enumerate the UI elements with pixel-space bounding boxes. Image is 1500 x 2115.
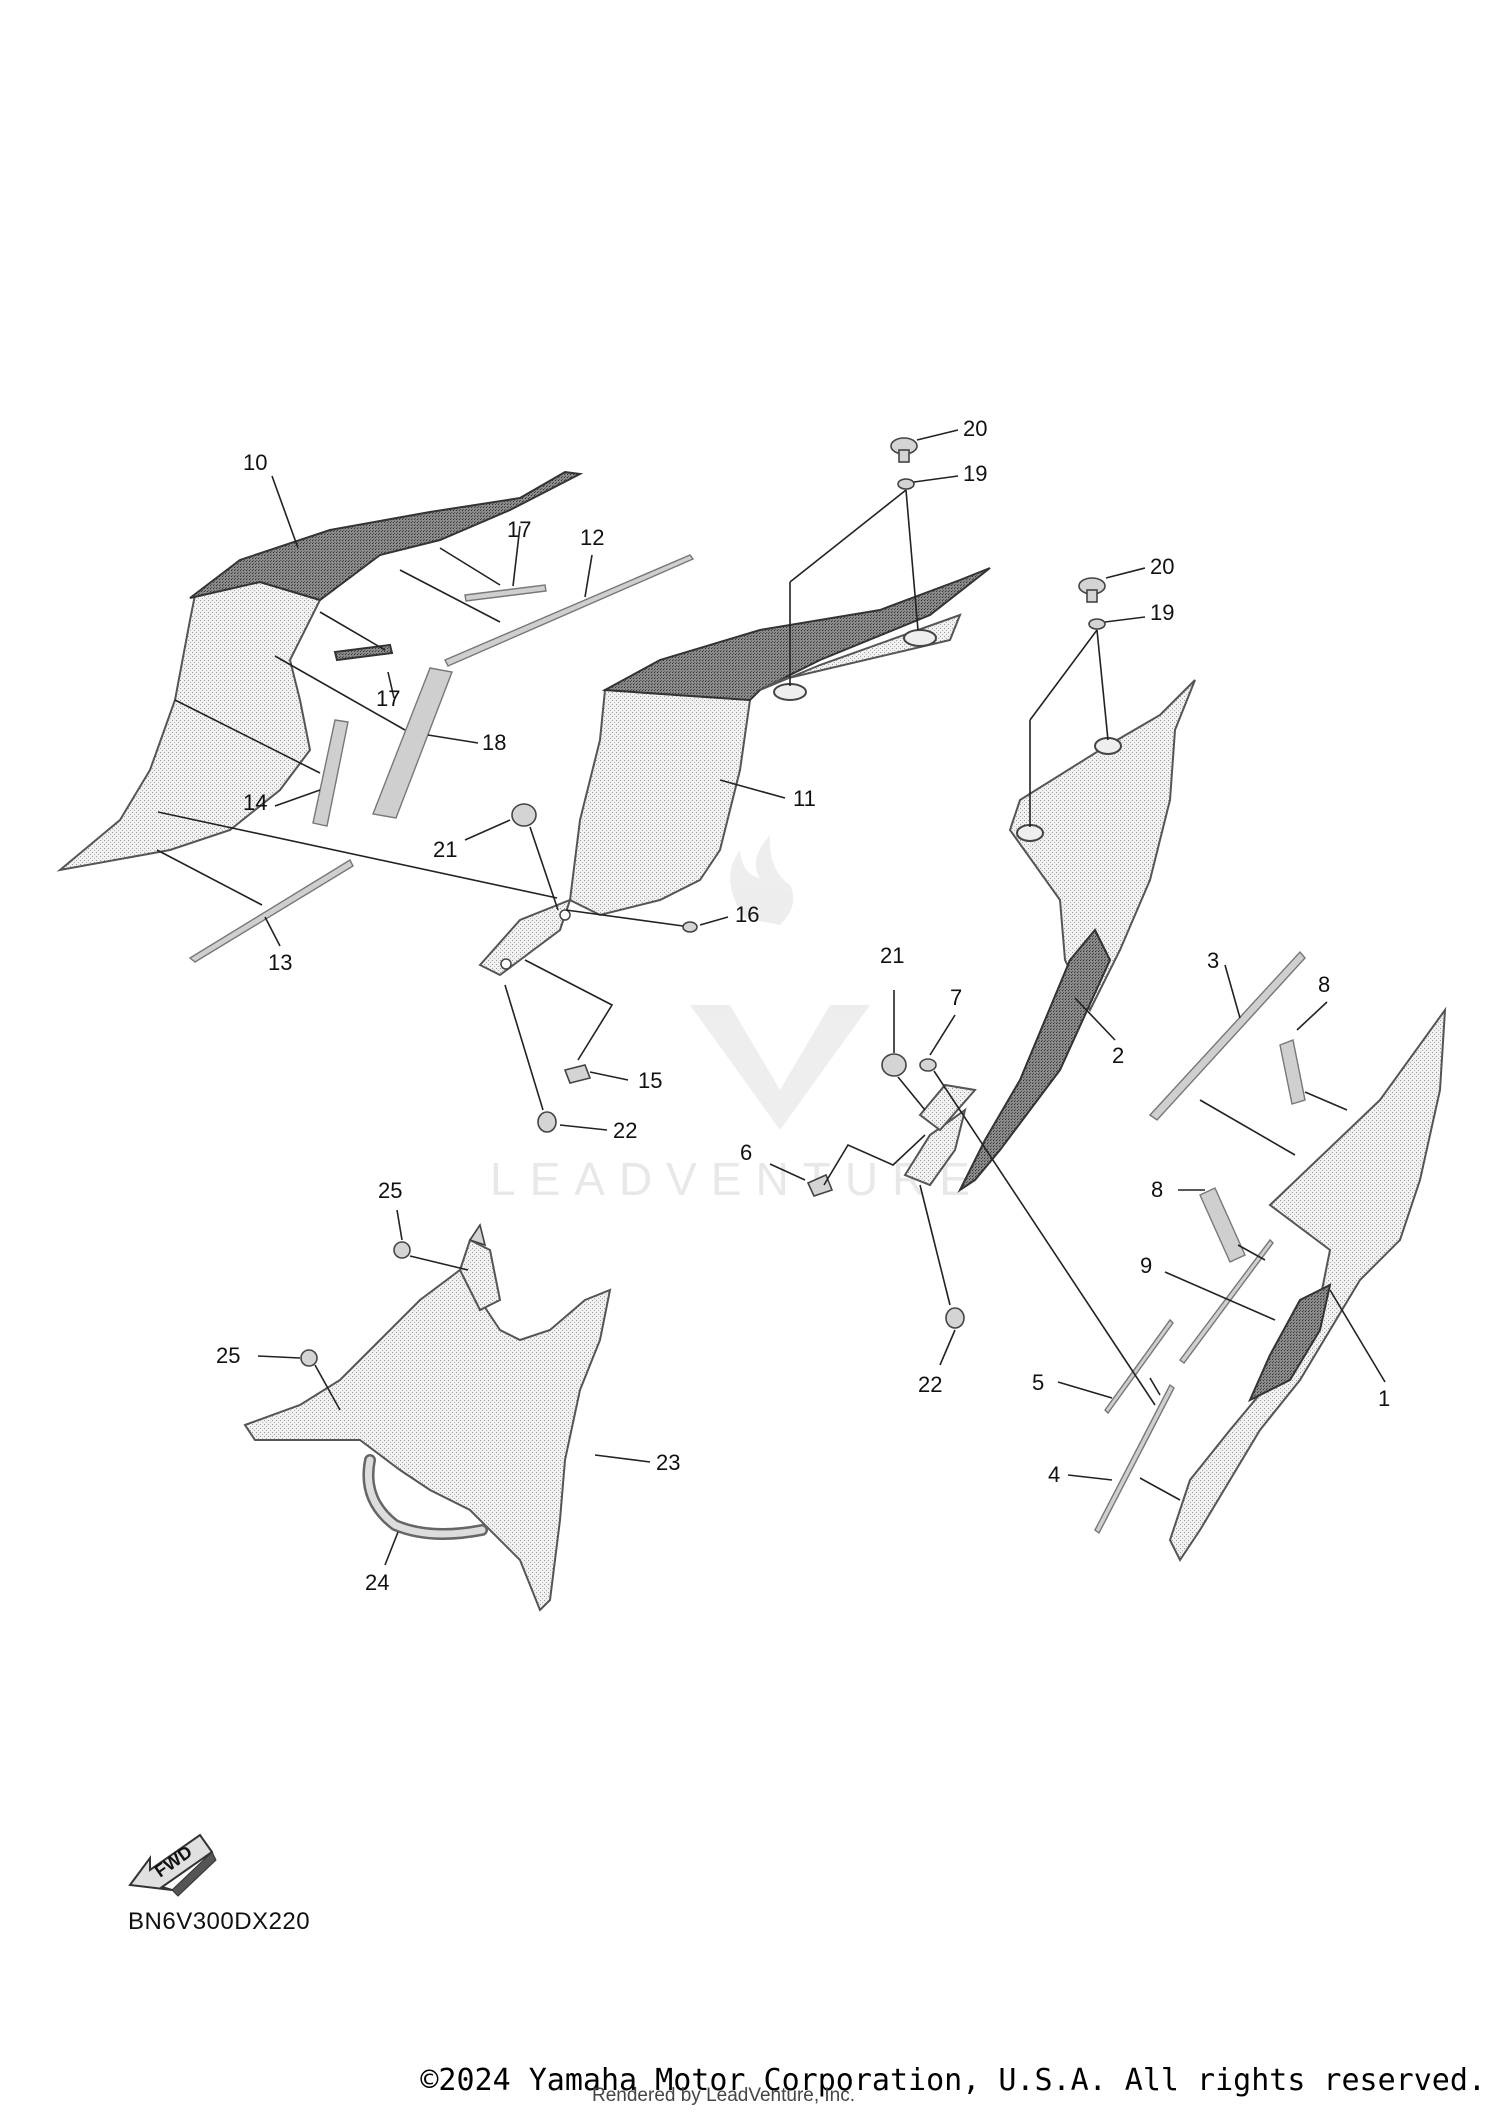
callout-numbers: 10 17 12 17 18 14 13 11 20 19 20 19 21 1… <box>216 416 1390 1595</box>
callout-20-upper: 20 <box>963 416 987 441</box>
part-2-inner-panel <box>903 679 1196 1193</box>
callout-8-lower: 8 <box>1151 1177 1163 1202</box>
callout-17-lower: 17 <box>376 686 400 711</box>
part-12-strip <box>444 554 695 667</box>
part-8-strip-lower <box>1199 1187 1246 1263</box>
callout-9: 9 <box>1140 1253 1152 1278</box>
diagram-code: BN6V300DX220 <box>128 1908 311 1935</box>
part-13-strip <box>188 859 354 963</box>
callout-19-upper: 19 <box>963 461 987 486</box>
fastener-25-upper <box>393 1241 411 1259</box>
part-8-strip-upper <box>1279 1039 1306 1105</box>
callout-8-upper: 8 <box>1318 972 1330 997</box>
nut-22-left <box>537 1111 557 1133</box>
callout-25-upper: 25 <box>378 1178 402 1203</box>
callout-3: 3 <box>1207 948 1219 973</box>
part-11-cowl <box>478 567 991 977</box>
fastener-25-left <box>300 1349 318 1367</box>
washer-19-right <box>1088 618 1106 630</box>
part-5-strip <box>1104 1318 1174 1415</box>
callout-2: 2 <box>1112 1043 1124 1068</box>
part-9-strip <box>1179 1238 1274 1364</box>
callout-6: 6 <box>740 1140 752 1165</box>
part-17-pad-upper <box>464 584 547 602</box>
callout-22-right: 22 <box>918 1372 942 1397</box>
callout-17-upper: 17 <box>507 517 531 542</box>
watermark-brand-text: LEADVENTURE <box>490 1153 984 1205</box>
callout-24: 24 <box>365 1570 389 1595</box>
callout-4: 4 <box>1048 1462 1060 1487</box>
rivet-21-right <box>881 1053 907 1077</box>
part-3-strip <box>1148 950 1306 1121</box>
copyright-notice: ©2024 Yamaha Motor Corporation, U.S.A. A… <box>420 2063 1486 2098</box>
callout-22-left: 22 <box>613 1118 637 1143</box>
grommet-15 <box>563 1064 592 1084</box>
part-10-left-cowl <box>56 470 584 872</box>
leader-lines <box>156 429 1386 1566</box>
callout-23: 23 <box>656 1450 680 1475</box>
callout-10: 10 <box>243 450 267 475</box>
flame-icon <box>730 835 794 925</box>
part-4-strip <box>1094 1383 1175 1535</box>
clip-16 <box>682 921 698 933</box>
callout-20-right: 20 <box>1150 554 1174 579</box>
callout-21-left: 21 <box>433 837 457 862</box>
callout-16: 16 <box>735 902 759 927</box>
callout-5: 5 <box>1032 1370 1044 1395</box>
part-1-side-cowl <box>1168 1006 1447 1562</box>
callout-14: 14 <box>243 790 267 815</box>
v-logo-icon <box>690 1005 870 1130</box>
callout-15: 15 <box>638 1068 662 1093</box>
rivet-21-left <box>511 803 537 827</box>
nut-22-right <box>945 1307 965 1329</box>
fwd-arrow-icon: FWD <box>128 1833 217 1897</box>
rendered-by-text: Rendered by LeadVenture, Inc. <box>592 2085 856 2106</box>
callout-19-right: 19 <box>1150 600 1174 625</box>
clip-7 <box>919 1058 937 1072</box>
part-18-strip <box>372 667 453 819</box>
callout-25-left: 25 <box>216 1343 240 1368</box>
callout-7: 7 <box>950 985 962 1010</box>
bolt-20-right <box>1078 577 1106 603</box>
bolt-20-upper <box>890 437 918 463</box>
callout-13: 13 <box>268 950 292 975</box>
callout-11: 11 <box>793 786 816 811</box>
part-14-strip <box>312 719 349 827</box>
callout-1: 1 <box>1378 1386 1390 1411</box>
callout-12: 12 <box>580 525 604 550</box>
part-17-pad-lower <box>333 643 394 662</box>
washer-19-upper <box>897 478 915 490</box>
part-23-lower-cover <box>243 1223 612 1612</box>
leadventure-watermark: LEADVENTURE <box>490 835 984 1205</box>
callout-21-right: 21 <box>880 943 904 968</box>
callout-18: 18 <box>482 730 506 755</box>
